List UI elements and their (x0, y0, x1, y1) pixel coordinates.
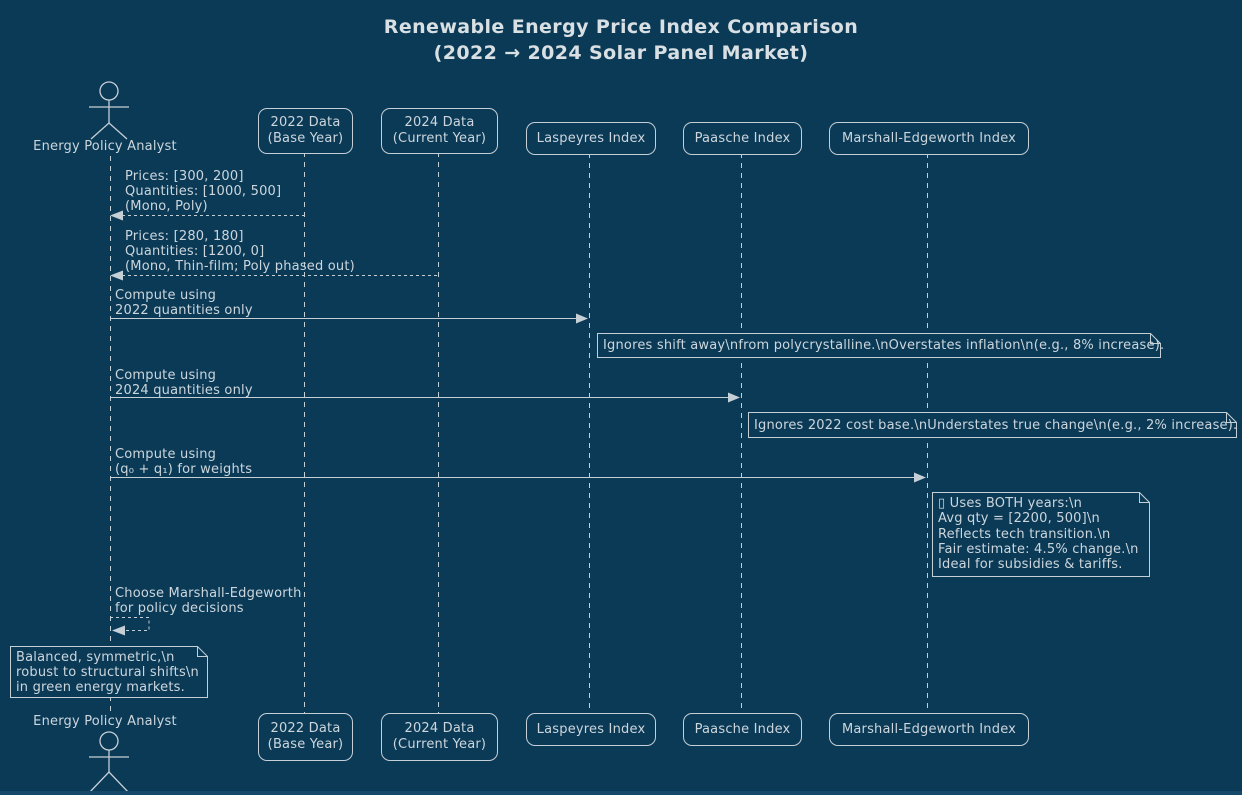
message-2024-data-reply: Prices: [280, 180] Quantities: [1200, 0]… (125, 229, 355, 274)
message-arrows (110, 210, 926, 636)
note-paasche-critique: Ignores 2022 cost base.\nUnderstates tru… (754, 418, 1238, 433)
participant-paasche-bottom: Paasche Index (683, 713, 802, 746)
participant-2024-data-bottom: 2024 Data (Current Year) (381, 713, 498, 761)
diagram-title: Renewable Energy Price Index Comparison … (0, 14, 1242, 66)
title-line-1: Renewable Energy Price Index Comparison (383, 16, 859, 38)
actor-label-top: Energy Policy Analyst (33, 139, 177, 154)
note-laspeyres-critique: Ignores shift away\nfrom polycrystalline… (603, 338, 1165, 353)
participant-2022-data-top: 2022 Data (Base Year) (258, 108, 353, 154)
message-compute-marshall: Compute using (q₀ + q₁) for weights (115, 447, 253, 477)
message-compute-laspeyres: Compute using 2022 quantities only (115, 288, 253, 318)
note-shapes (10, 333, 1237, 698)
actor-label-bottom: Energy Policy Analyst (33, 714, 177, 729)
bottom-edge-strip (0, 791, 1242, 795)
note-conclusion-shape (10, 646, 208, 698)
participant-paasche-top: Paasche Index (683, 122, 802, 155)
note-marshall-benefits: ▯ Uses BOTH years:\n Avg qty = [2200, 50… (938, 496, 1139, 573)
participant-2024-data-top: 2024 Data (Current Year) (381, 108, 498, 154)
participant-laspeyres-top: Laspeyres Index (526, 122, 656, 155)
participant-marshall-top: Marshall-Edgeworth Index (829, 122, 1029, 155)
note-paasche-shape (748, 412, 1237, 438)
actor-figure-bottom (87, 731, 131, 795)
participant-marshall-bottom: Marshall-Edgeworth Index (829, 713, 1029, 746)
message-self-choose-marshall: Choose Marshall-Edgeworth for policy dec… (115, 586, 302, 616)
message-2022-data-reply: Prices: [300, 200] Quantities: [1000, 50… (125, 169, 282, 214)
note-laspeyres-shape (597, 333, 1161, 358)
participant-2022-data-bottom: 2022 Data (Base Year) (258, 713, 353, 761)
participant-laspeyres-bottom: Laspeyres Index (526, 713, 656, 746)
note-conclusion: Balanced, symmetric,\n robust to structu… (16, 650, 199, 695)
note-marshall-shape (932, 492, 1150, 577)
title-line-2: (2022 → 2024 Solar Panel Market) (433, 42, 809, 64)
message-compute-paasche: Compute using 2024 quantities only (115, 368, 253, 398)
actor-figure-top (89, 81, 129, 140)
